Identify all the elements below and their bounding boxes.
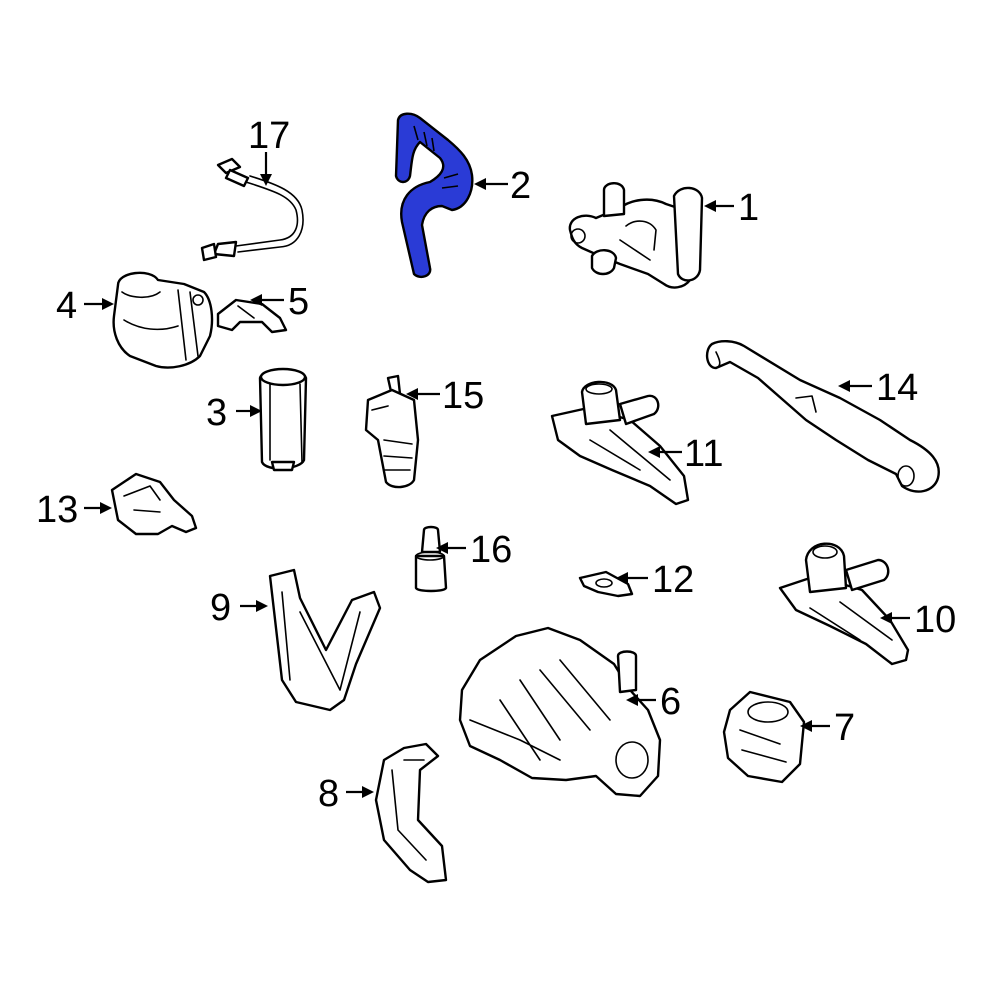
arrow-10: [880, 612, 910, 624]
callout-7: 7: [834, 707, 855, 749]
arrow-2: [474, 178, 508, 190]
callout-13: 13: [36, 489, 78, 531]
callout-4: 4: [56, 285, 77, 327]
callout-11: 11: [684, 433, 723, 475]
part-11-valve-bracket[interactable]: [550, 380, 690, 506]
arrow-12: [616, 572, 648, 584]
arrow-17: [260, 152, 272, 186]
part-9-heat-shield[interactable]: [268, 568, 382, 712]
arrow-6: [626, 694, 656, 706]
callout-9: 9: [210, 587, 231, 629]
part-17-oxygen-sensor[interactable]: [200, 157, 304, 262]
part-15-solenoid-valve[interactable]: [364, 374, 420, 489]
arrow-5: [250, 294, 284, 306]
part-13-mount[interactable]: [110, 472, 198, 536]
callout-17: 17: [248, 115, 290, 157]
callout-3: 3: [206, 392, 227, 434]
part-8-shield[interactable]: [374, 742, 448, 884]
arrow-14: [838, 380, 872, 392]
callout-8: 8: [318, 773, 339, 815]
callout-6: 6: [660, 681, 681, 723]
callout-2: 2: [510, 165, 531, 207]
part-14-pipe[interactable]: [705, 340, 940, 493]
arrow-8: [346, 786, 374, 798]
callout-labels: 17 2 1 4 5 3 15 14 11 13 16 12 9 10 6 7 …: [36, 115, 956, 815]
callout-10: 10: [914, 599, 956, 641]
part-2-hose[interactable]: [394, 112, 474, 279]
callout-16: 16: [470, 529, 512, 571]
part-1-valve-assembly[interactable]: [568, 182, 704, 289]
arrow-1: [704, 200, 734, 212]
part-7-sleeve[interactable]: [722, 690, 806, 784]
part-12-gasket[interactable]: [578, 570, 634, 598]
callout-arrows: [84, 152, 910, 798]
arrow-4: [84, 298, 114, 310]
arrow-13: [84, 502, 112, 514]
part-4-air-pump[interactable]: [112, 271, 214, 369]
part-16-fitting[interactable]: [414, 525, 448, 593]
arrow-11: [648, 446, 682, 458]
callout-15: 15: [442, 375, 484, 417]
callout-14: 14: [876, 367, 918, 409]
part-10-valve-bracket[interactable]: [778, 542, 910, 666]
part-5-bracket[interactable]: [216, 298, 288, 334]
arrow-15: [406, 388, 440, 400]
arrow-3: [236, 405, 262, 417]
callout-5: 5: [288, 281, 309, 323]
callout-12: 12: [652, 559, 694, 601]
arrow-16: [436, 542, 466, 554]
part-6-air-pump-assembly[interactable]: [458, 626, 662, 798]
arrow-7: [800, 720, 830, 732]
part-3-canister[interactable]: [258, 367, 308, 472]
callout-1: 1: [738, 187, 759, 229]
arrow-9: [240, 600, 268, 612]
